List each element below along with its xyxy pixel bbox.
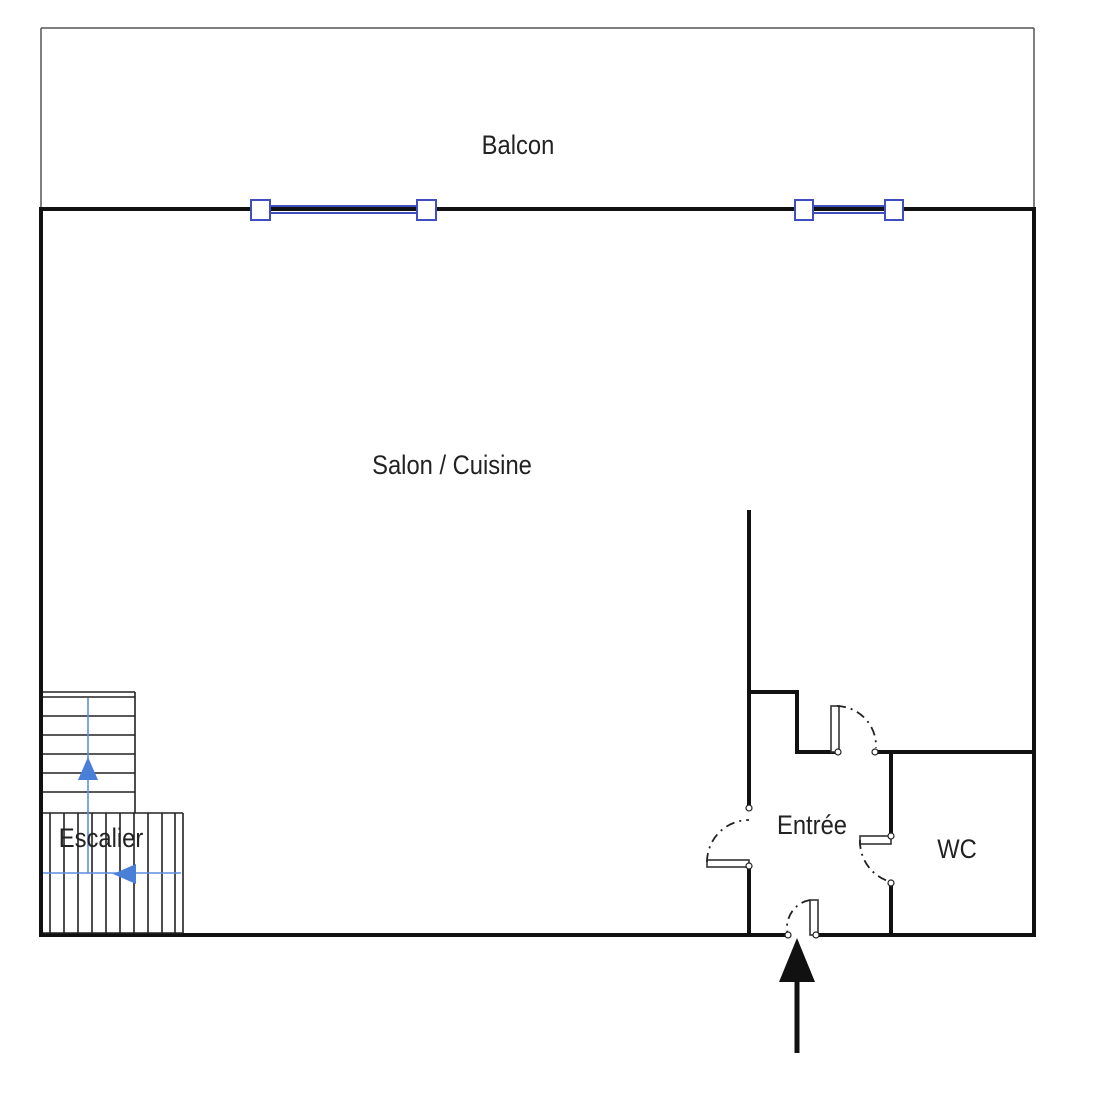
- label-wc: WC: [937, 835, 977, 865]
- interior-walls: [747, 510, 1036, 937]
- stair-up-arrow-icon: [78, 757, 98, 780]
- window-left: [250, 199, 437, 221]
- exterior-walls: [39, 207, 1036, 937]
- label-salon-cuisine: Salon / Cuisine: [372, 451, 532, 481]
- stair-left-arrow-icon: [113, 864, 136, 884]
- door-main-entrance: [784, 899, 820, 939]
- label-balcon: Balcon: [482, 131, 555, 161]
- staircase: [43, 691, 184, 934]
- label-escalier: Escalier: [59, 824, 144, 854]
- balcony-area: [40, 27, 1035, 208]
- label-entree: Entrée: [777, 811, 847, 841]
- entry-arrow-icon: [779, 938, 815, 1053]
- door-salon-entree: [706, 804, 753, 870]
- window-right: [794, 199, 904, 221]
- door-entree-wc: [859, 832, 895, 887]
- stair-direction-guide: [43, 698, 181, 874]
- door-entree-closet: [830, 705, 879, 756]
